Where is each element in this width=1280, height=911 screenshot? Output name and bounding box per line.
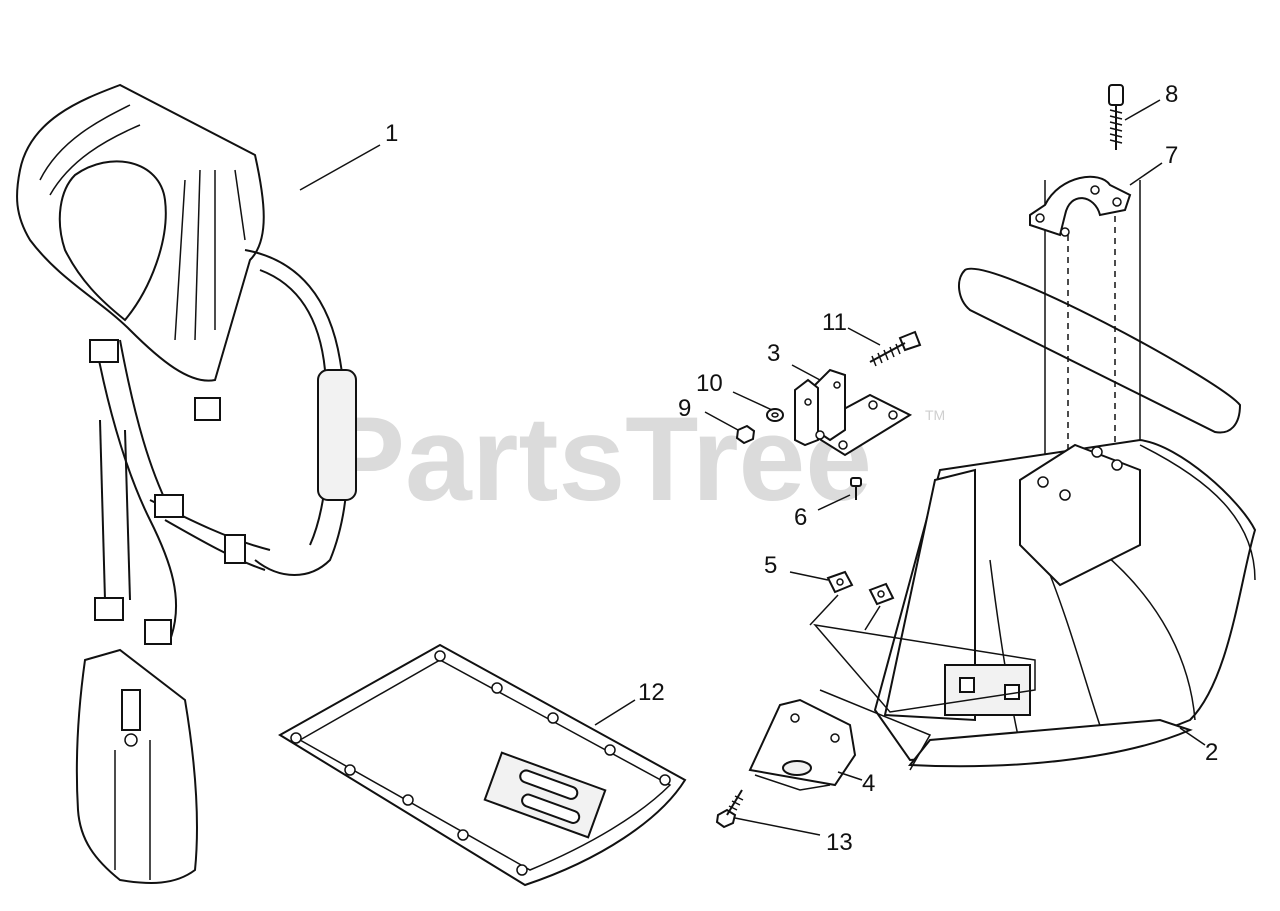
callout-5: 5 [764,552,777,579]
square-nut-drawing [809,570,895,631]
watermark: PartsTree [325,392,872,526]
callout-8: 8 [1165,81,1178,108]
callout-3: 3 [767,340,780,367]
screw-lower-drawing [715,789,744,829]
callout-7: 7 [1165,142,1178,169]
callout-13: 13 [826,829,853,856]
bolt-drawing [869,330,922,367]
clamp-drawing [1029,175,1132,237]
callout-9: 9 [678,395,691,422]
debris-shield-drawing [813,180,1257,768]
harness-drawing [16,83,357,884]
nut-drawing [735,424,756,445]
bracket-drawing [794,368,913,457]
callout-2: 2 [1205,739,1218,766]
callout-11: 11 [822,309,847,336]
hip-pad-drawing [278,643,687,887]
washer-drawing [766,408,784,422]
screw-small-drawing [850,477,862,500]
callout-10: 10 [696,370,723,397]
watermark-trademark: TM [925,407,945,423]
leader-lines [299,99,1206,836]
callout-1: 1 [385,120,398,147]
long-bolt-drawing [1108,84,1124,150]
callout-12: 12 [638,679,665,706]
lower-bracket-drawing [748,689,932,791]
callout-4: 4 [862,770,875,797]
callout-6: 6 [794,504,807,531]
